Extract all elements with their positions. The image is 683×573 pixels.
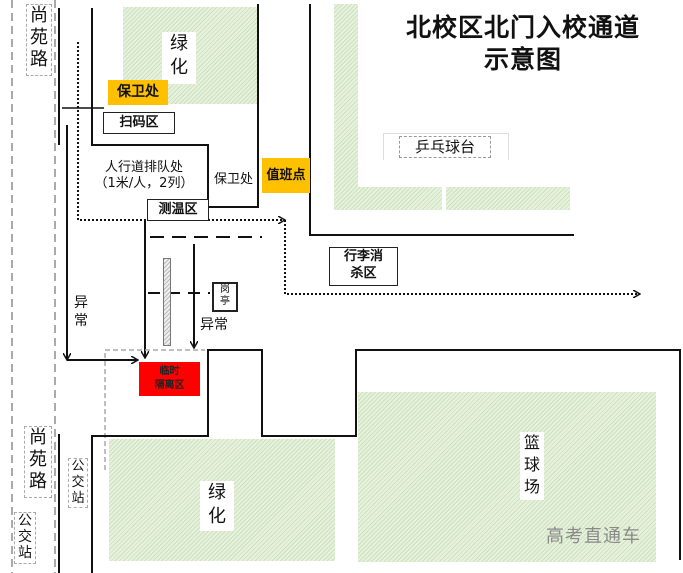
temporary-isolation-area: 临时 隔离区 bbox=[139, 362, 200, 396]
ping-pong-label: 乒乓球台 bbox=[399, 136, 491, 158]
green-strip-vertical bbox=[334, 4, 358, 209]
green-label-bottom: 绿 化 bbox=[200, 481, 234, 531]
road-label-top: 尚 苑 路 bbox=[26, 4, 52, 76]
title-line-1: 北校区北门入校通道 bbox=[405, 13, 640, 42]
green-label-top: 绿 化 bbox=[162, 32, 196, 84]
green-strip-bottom-2 bbox=[446, 187, 570, 210]
guard-booth: 岗 亭 bbox=[212, 282, 238, 312]
scan-code-area: 扫码区 bbox=[103, 112, 175, 134]
road-label-bottom: 尚 苑 路 bbox=[24, 426, 52, 498]
bus-stop-label-2: 公 交 站 bbox=[14, 512, 36, 564]
bus-stop-label-1: 公 交 站 bbox=[68, 458, 88, 508]
luggage-disinfection-area: 行李消 杀区 bbox=[329, 247, 398, 286]
security-office-label: 保卫处 bbox=[214, 172, 254, 187]
title-line-2: 示意图 bbox=[483, 45, 562, 74]
abnormal-label-left: 异 常 bbox=[74, 295, 88, 329]
green-strip-bottom-1 bbox=[334, 187, 442, 210]
watermark: 高考直通车 bbox=[546, 526, 641, 547]
security-office-badge: 保卫处 bbox=[108, 80, 168, 105]
basketball-court-label: 篮 球 场 bbox=[520, 432, 544, 500]
page-title: 北校区北门入校通道 示意图 bbox=[378, 12, 668, 76]
queue-area-label: 人行道排队处 （1米/人，2列） bbox=[94, 160, 194, 191]
basketball-court-area bbox=[358, 392, 656, 562]
abnormal-label-right: 异常 bbox=[200, 317, 228, 333]
temperature-check-area: 测温区 bbox=[147, 199, 209, 221]
duty-point-badge: 值班点 bbox=[262, 158, 310, 193]
barrier-gate bbox=[163, 258, 171, 346]
